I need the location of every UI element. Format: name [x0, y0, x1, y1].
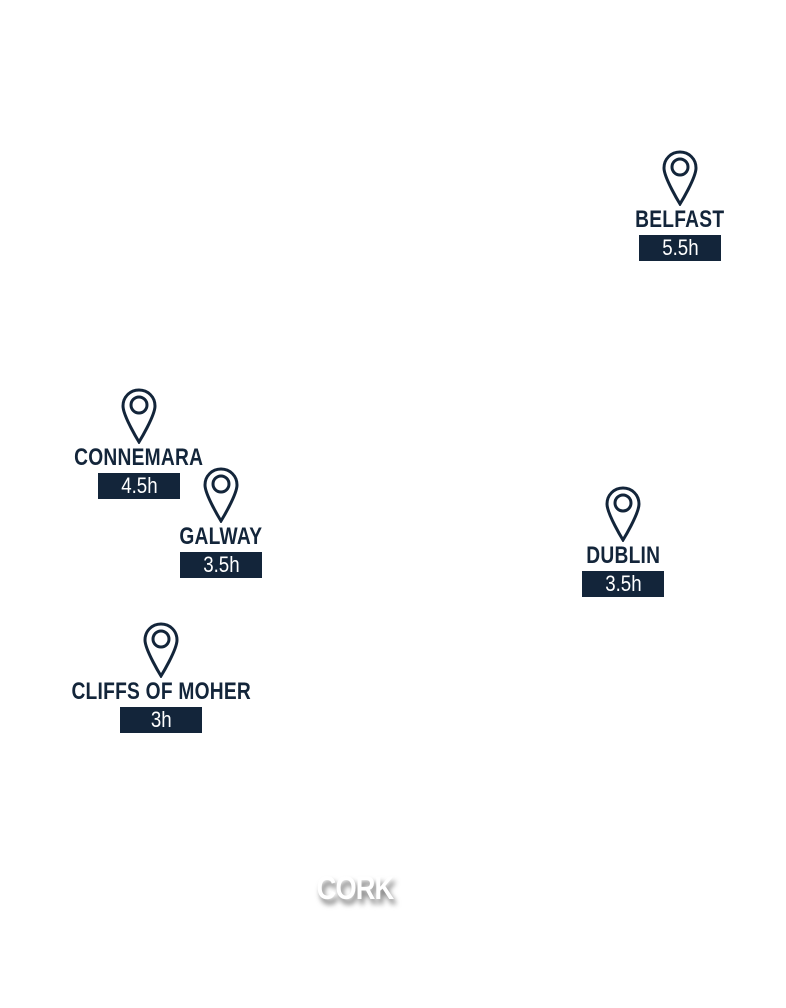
origin-label-cork: CORK	[316, 870, 395, 906]
map-pin-icon	[121, 388, 157, 444]
marker-name: BELFAST	[635, 206, 725, 233]
marker-belfast[interactable]: BELFAST 5.5h	[570, 150, 786, 261]
marker-connemara[interactable]: CONNEMARA 4.5h	[29, 388, 249, 499]
travel-time-badge: 3.5h	[180, 552, 262, 578]
map-pin-icon	[605, 486, 641, 542]
map-pin-icon	[143, 622, 179, 678]
travel-time-badge: 5.5h	[639, 235, 721, 261]
map-pin-icon	[662, 150, 698, 206]
travel-time-badge: 3.5h	[582, 571, 664, 597]
marker-galway[interactable]: GALWAY 3.5h	[111, 467, 331, 578]
marker-cliffs-of-moher[interactable]: CLIFFS OF MOHER 3h	[51, 622, 271, 733]
marker-name: GALWAY	[179, 523, 263, 550]
marker-name: DUBLIN	[586, 542, 660, 569]
map-pin-icon	[203, 467, 239, 523]
marker-dublin[interactable]: DUBLIN 3.5h	[513, 486, 733, 597]
marker-name: CONNEMARA	[74, 444, 204, 471]
travel-time-badge: 3h	[120, 707, 202, 733]
marker-name: CLIFFS OF MOHER	[71, 678, 251, 705]
travel-time-badge: 4.5h	[98, 473, 180, 499]
